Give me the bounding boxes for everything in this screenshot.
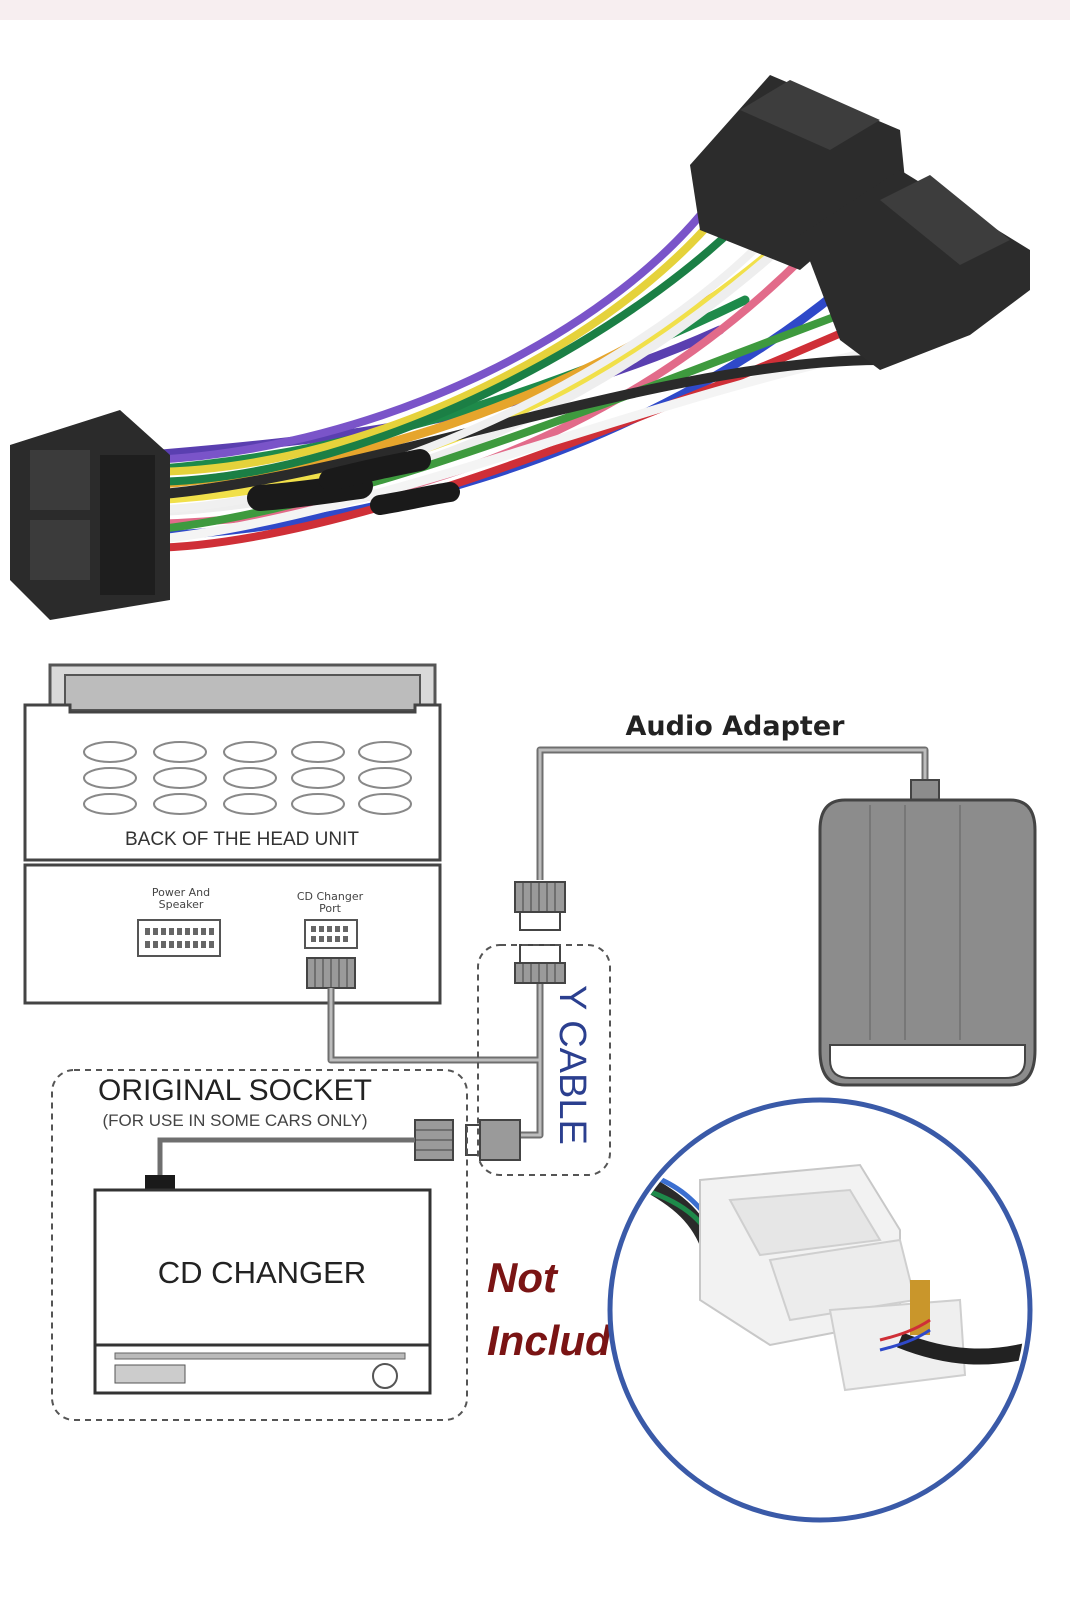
not-included-label: Not: [487, 1254, 559, 1301]
y-cable-label: Y CABLE: [551, 985, 593, 1145]
original-socket-note: (FOR USE IN SOME CARS ONLY): [102, 1111, 367, 1130]
y-cable-connectors: [466, 882, 565, 1160]
original-socket-label: ORIGINAL SOCKET: [98, 1074, 372, 1107]
head-unit: BACK OF THE HEAD UNIT Power And Speaker …: [25, 665, 440, 1003]
left-connector: [10, 410, 170, 620]
audio-adapter-label: Audio Adapter: [626, 711, 846, 742]
head-unit-label: BACK OF THE HEAD UNIT: [125, 829, 359, 850]
inset-photo: [610, 1100, 1030, 1520]
cd-changer-label: CD CHANGER: [158, 1255, 366, 1290]
power-port-label-line2: Speaker: [159, 898, 204, 911]
wiring-diagram: BACK OF THE HEAD UNIT Power And Speaker …: [0, 650, 1070, 1600]
audio-adapter: [820, 780, 1035, 1085]
cd-port-label-line2: Port: [319, 902, 341, 915]
cd-changer-port: [305, 920, 357, 948]
original-socket-connector: [145, 1120, 453, 1190]
power-speaker-port: [138, 920, 220, 956]
cd-changer: CD CHANGER: [95, 1190, 430, 1393]
harness-photo: [0, 0, 1070, 650]
